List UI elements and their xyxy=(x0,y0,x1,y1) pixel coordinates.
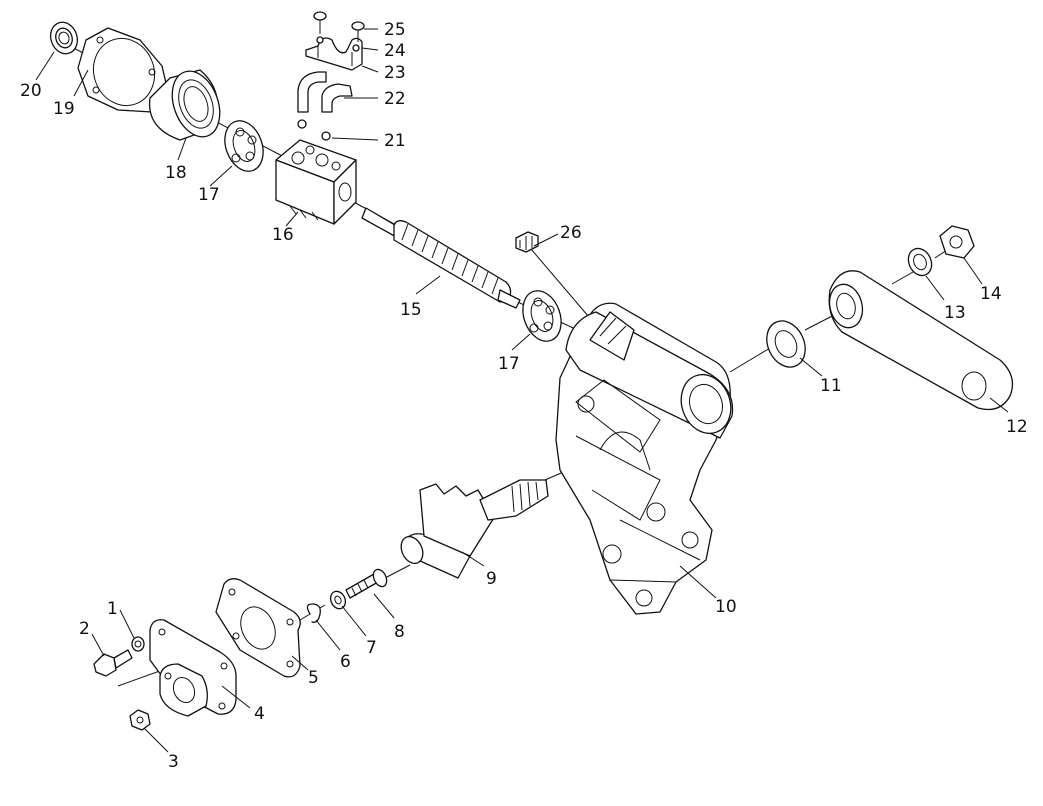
leader-lines xyxy=(35,28,1009,753)
part-13-lock-washer xyxy=(907,247,933,277)
callout-21: 21 xyxy=(384,131,406,151)
callout-26: 26 xyxy=(560,223,582,243)
callout-3: 3 xyxy=(168,752,179,772)
callout-7: 7 xyxy=(366,638,377,658)
part-4-side-cover xyxy=(149,619,237,717)
part-14-nut xyxy=(939,225,975,259)
callout-15: 15 xyxy=(400,300,422,320)
callout-23: 23 xyxy=(384,63,406,83)
part-17-ball-bearing-upper xyxy=(224,120,264,172)
part-24-washers xyxy=(316,36,360,52)
callout-2: 2 xyxy=(79,619,90,639)
part-26-plug xyxy=(515,231,539,253)
callout-4: 4 xyxy=(254,704,265,724)
part-10-gear-housing xyxy=(555,302,734,615)
part-9-sector-shaft xyxy=(400,479,549,579)
callout-12: 12 xyxy=(1006,417,1028,437)
callout-8: 8 xyxy=(394,622,405,642)
part-1-lock-washer xyxy=(131,636,145,652)
callout-25: 25 xyxy=(384,20,406,40)
callout-labels: 1 2 3 4 5 6 7 8 9 10 11 12 13 14 15 16 1… xyxy=(20,20,1028,772)
callout-17-upper: 17 xyxy=(198,185,220,205)
callout-16: 16 xyxy=(272,225,294,245)
part-11-seal xyxy=(766,320,806,368)
callout-11: 11 xyxy=(820,376,842,396)
callout-5: 5 xyxy=(308,668,319,688)
callout-14: 14 xyxy=(980,284,1002,304)
callout-1: 1 xyxy=(107,599,118,619)
part-18-bearing-cup xyxy=(148,69,221,141)
part-25-screws xyxy=(313,11,365,42)
callout-22: 22 xyxy=(384,89,406,109)
callout-10: 10 xyxy=(715,597,737,617)
callout-19: 19 xyxy=(53,99,75,119)
callout-24: 24 xyxy=(384,41,406,61)
part-3-nut xyxy=(129,709,151,731)
part-21-balls xyxy=(297,119,331,141)
callout-20: 20 xyxy=(20,81,42,101)
part-22-hose-fittings xyxy=(297,71,353,113)
part-19-gasket xyxy=(77,27,169,113)
callout-9: 9 xyxy=(486,569,497,589)
callout-6: 6 xyxy=(340,652,351,672)
part-7-washer xyxy=(329,590,347,610)
callout-13: 13 xyxy=(944,303,966,323)
part-6-snap-ring xyxy=(306,603,321,623)
part-12-pitman-arm xyxy=(828,270,1014,411)
part-20-seal xyxy=(49,21,79,55)
part-17-ball-bearing-lower xyxy=(522,290,562,342)
part-15-worm-shaft xyxy=(361,207,521,309)
callout-17-lower: 17 xyxy=(498,354,520,374)
part-8-adjusting-screw xyxy=(345,568,388,599)
callout-18: 18 xyxy=(165,163,187,183)
part-16-valve-block xyxy=(275,139,357,225)
part-23-clamp xyxy=(305,37,363,71)
part-5-cover-gasket xyxy=(215,578,301,678)
part-2-bolt xyxy=(93,649,133,677)
